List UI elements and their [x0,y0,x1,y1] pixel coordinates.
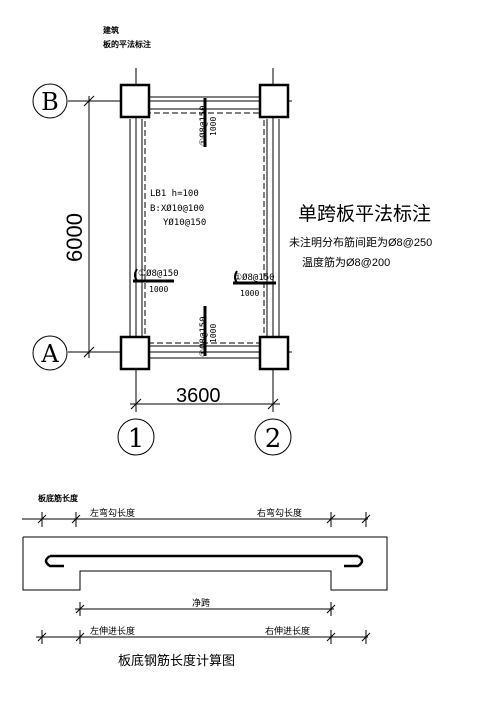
axis-label-a: A [40,340,59,368]
detail-caption: 板底钢筋长度计算图 [118,653,235,668]
axis-bubble-a [32,335,68,371]
top-bar-length: 1000 [209,117,218,136]
column-a1 [119,335,151,371]
axis-bubble-1 [117,418,155,456]
notes-title: 单跨板平法标注 [298,203,431,225]
left-hook-label: 左弯勾长度 [90,507,135,518]
axis-label-1: 1 [128,424,145,454]
dim-horizontal-label: 3600 [176,385,221,407]
slab-label-line3: YØ10@150 [163,217,206,228]
bottom-bar-length: 1000 [209,324,218,343]
column-b1 [119,83,151,119]
right-bar-length: 1000 [240,289,259,298]
axis-label-2: 2 [265,424,282,454]
right-extend-label: 右伸进长度 [265,625,310,636]
slab-plan: 6000 3600 B A 1 2 ①Ø8@150 1000 ①Ø8@150 1… [32,68,292,456]
axis-bubble-2 [254,418,292,456]
column-a2 [258,335,290,371]
detail-heading: 板底筋长度 [38,493,79,503]
axis-bubble-b [32,83,68,119]
clear-span-label: 净跨 [192,597,210,608]
header-line2: 板的平法标注 [103,39,151,49]
left-bar-label: ①Ø8@150 [138,268,179,279]
notes-line2: 温度筋为Ø8@200 [302,255,390,269]
left-bar-length: 1000 [149,285,168,294]
slab-label-line1: LB1 h=100 [150,189,199,199]
bottom-bar-label: ①Ø8@150 [198,316,209,357]
column-b2 [258,83,290,119]
dim-vertical-label: 6000 [62,213,87,262]
top-bar-label: ①Ø8@150 [198,105,209,146]
slab-label-line2: B:XØ10@100 [150,203,204,214]
header-line1: 建筑 [102,25,119,35]
left-extend-label: 左伸进长度 [90,625,135,636]
rebar-detail [22,512,388,644]
slab-section-outline [22,536,388,591]
right-hook-label: 右弯勾长度 [257,507,302,518]
right-bar-label: ①Ø8@150 [234,272,275,283]
notes-line1: 未注明分布筋间距为Ø8@250 [289,235,432,249]
axis-label-b: B [41,88,59,116]
